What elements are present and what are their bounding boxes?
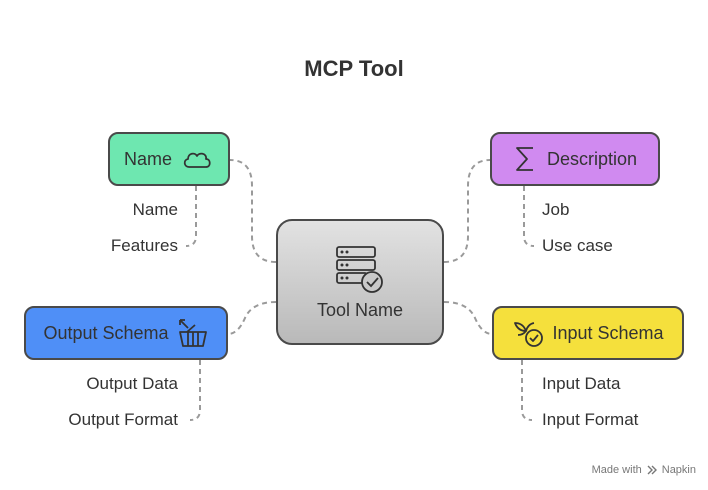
node-input-schema-label: Input Schema xyxy=(552,322,664,343)
node-description-label: Description xyxy=(546,148,638,169)
basket-icon xyxy=(178,319,207,347)
server-check-icon xyxy=(336,245,383,293)
cloud-icon xyxy=(183,152,211,168)
connector-input-items xyxy=(521,360,533,421)
description-item-2: Use case xyxy=(542,236,613,255)
connector-center-output xyxy=(227,301,277,335)
connector-name-items xyxy=(185,186,197,247)
node-name-label: Name xyxy=(123,148,172,169)
footer-attribution: Made with Napkin xyxy=(592,464,696,476)
description-item-1: Job xyxy=(542,200,570,219)
napkin-brand-text: Napkin xyxy=(661,464,696,476)
node-name: Name xyxy=(108,132,230,186)
output-item-1: Output Data xyxy=(86,374,178,393)
plant-check-icon xyxy=(514,322,544,347)
output-item-2: Output Format xyxy=(68,410,178,429)
name-item-2: Features xyxy=(110,236,178,255)
input-item-1: Input Data xyxy=(542,374,621,393)
connector-center-name xyxy=(229,159,277,263)
connector-description-items xyxy=(523,186,535,247)
connector-output-items xyxy=(189,360,201,421)
napkin-logo-icon xyxy=(647,465,657,475)
connector-center-description xyxy=(443,159,491,263)
made-with-text: Made with xyxy=(591,464,642,476)
node-tool-name: Tool Name xyxy=(276,219,444,345)
node-description: Description xyxy=(490,132,660,186)
node-output-schema: Output Schema xyxy=(24,306,228,360)
input-item-2: Input Format xyxy=(542,410,639,429)
node-output-schema-label: Output Schema xyxy=(43,322,169,343)
connector-center-input xyxy=(443,301,493,335)
node-input-schema: Input Schema xyxy=(492,306,684,360)
node-tool-name-label: Tool Name xyxy=(316,299,404,320)
sigma-icon xyxy=(516,147,533,171)
diagram-title: MCP Tool xyxy=(304,56,404,81)
name-item-1: Name xyxy=(132,200,178,219)
